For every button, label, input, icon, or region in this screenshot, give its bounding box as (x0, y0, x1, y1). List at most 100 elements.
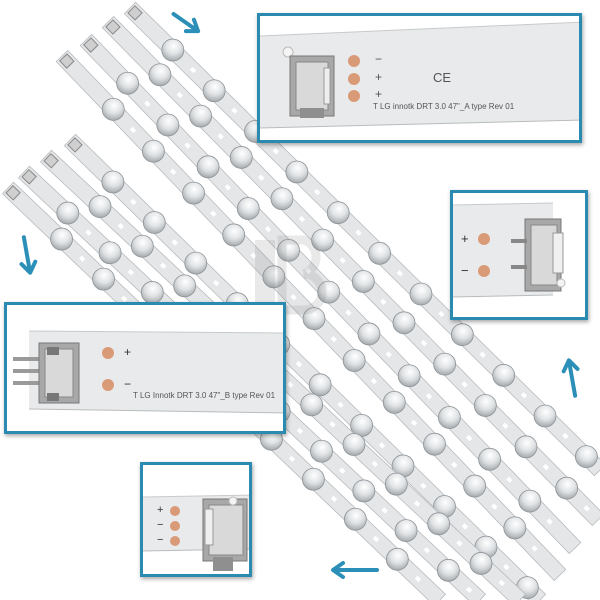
mount-hole (491, 503, 498, 510)
led-lens (98, 241, 122, 265)
led-lens (575, 445, 598, 469)
mount-hole (272, 148, 280, 155)
led-lens (56, 201, 80, 225)
strip-connector (43, 153, 59, 169)
mount-hole (189, 66, 197, 74)
mount-hole (129, 126, 137, 134)
pcb-closeup (453, 202, 566, 298)
led-lens (437, 406, 461, 429)
mount-hole (371, 460, 378, 468)
mount-hole (176, 91, 184, 99)
pad-plus-label: + (461, 231, 469, 246)
led-lens (427, 512, 451, 536)
mount-hole (503, 563, 510, 571)
mount-hole (396, 270, 404, 277)
strip-board (123, 1, 600, 477)
watermark-logo (255, 235, 327, 315)
mount-hole (217, 133, 224, 140)
solder-pad (170, 536, 180, 546)
mount-hole (130, 198, 137, 206)
mount-hole (420, 339, 428, 347)
led-lens (473, 394, 497, 417)
mount-hole (461, 523, 469, 530)
mount-hole (372, 535, 380, 543)
inset-bottom-connector: + − − (140, 462, 252, 577)
solder-pad (348, 90, 360, 102)
led-lens (285, 160, 309, 184)
mount-hole (498, 579, 505, 587)
solder-pad (478, 233, 490, 245)
mount-hole (420, 482, 427, 490)
led-lens (423, 432, 446, 456)
led-lens (182, 181, 205, 205)
led-strip (101, 15, 600, 527)
led-lens (352, 479, 376, 503)
led-strip (55, 49, 567, 582)
led-lens (397, 364, 421, 388)
strip-board (63, 133, 547, 600)
mount-hole (562, 432, 569, 440)
mount-hole (224, 184, 231, 191)
strip-connector (21, 169, 37, 185)
mount-hole (212, 279, 220, 287)
led-lens (409, 282, 433, 306)
led-lens (300, 393, 324, 417)
led-lens (514, 435, 538, 459)
led-strip (79, 33, 582, 555)
mount-hole (355, 229, 362, 236)
mount-hole (258, 174, 265, 181)
mount-hole (506, 476, 513, 484)
mount-hole (169, 168, 177, 175)
mount-hole (127, 269, 135, 276)
led-lens (463, 474, 487, 498)
led-lens (382, 390, 406, 414)
mount-hole (502, 422, 509, 429)
mount-hole (330, 495, 338, 503)
pad-plus-label: + (157, 504, 164, 516)
led-lens (148, 63, 172, 87)
led-lens (229, 146, 253, 169)
solder-pad (102, 347, 114, 359)
led-lens (436, 558, 460, 582)
led-lens (343, 507, 367, 531)
led-lens (503, 516, 527, 540)
led-lens (50, 227, 73, 251)
mount-hole (413, 500, 421, 507)
mount-hole (330, 336, 337, 343)
mount-hole (120, 295, 128, 302)
mount-hole (337, 401, 344, 408)
mount-hole (314, 188, 321, 196)
pad-plus-label: + (124, 345, 132, 359)
mount-hole (520, 392, 528, 399)
pcb-closeup (260, 21, 579, 129)
led-lens (392, 311, 416, 335)
strip-connector (105, 19, 121, 35)
arrow-top-right (171, 11, 201, 34)
solder-pad (102, 379, 114, 391)
led-lens (141, 139, 165, 163)
led-lens (173, 274, 197, 298)
strip-connector (67, 137, 83, 153)
pcb-closeup (143, 494, 249, 571)
mount-hole (329, 421, 336, 428)
mount-hole (385, 351, 392, 358)
mount-hole (298, 215, 306, 223)
solder-pad (348, 73, 360, 85)
mount-hole (339, 467, 346, 474)
pad-plus-label-1: + (375, 70, 383, 84)
mount-hole (159, 262, 167, 269)
led-lens (555, 476, 579, 500)
led-lens (156, 113, 180, 137)
led-lens (101, 97, 125, 121)
solder-pad (478, 265, 490, 277)
led-lens (161, 38, 185, 62)
inset-left-connector: + − T LG Innotk DRT 3.0 47"_B type Rev 0… (4, 302, 286, 434)
led-lens (478, 447, 502, 471)
mount-hole (250, 252, 257, 259)
mount-hole (85, 229, 92, 236)
led-lens (130, 234, 154, 258)
strip-connector (127, 5, 143, 21)
led-lens (492, 363, 516, 387)
